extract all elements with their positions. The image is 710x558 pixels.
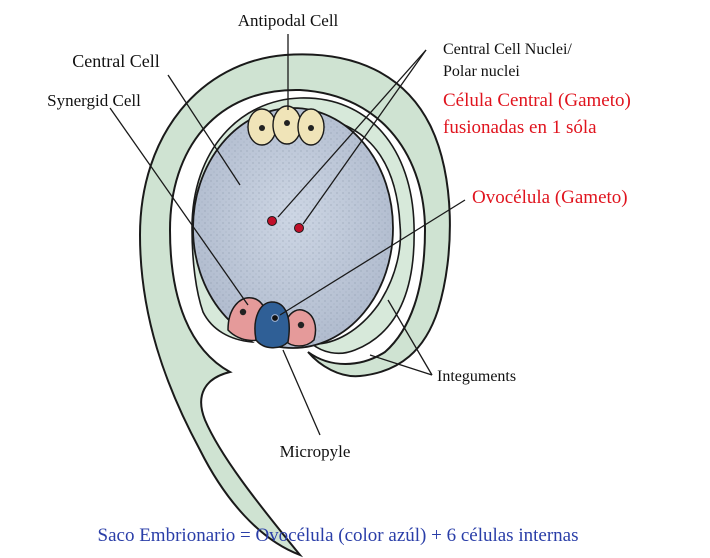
polar-nucleus-1 <box>267 216 277 226</box>
label-polar-nuclei: Polar nuclei <box>443 63 520 80</box>
label-antipodal-cell: Antipodal Cell <box>238 11 339 30</box>
annotation-celula-central: Célula Central (Gameto) <box>443 90 631 111</box>
polar-nucleus-2 <box>294 223 304 233</box>
label-synergid-cell: Synergid Cell <box>47 91 141 110</box>
annotation-fusionadas: fusionadas en 1 sóla <box>443 117 597 138</box>
antipodal-cells <box>247 105 325 146</box>
leader-lines <box>109 34 466 436</box>
egg-cell <box>254 301 290 349</box>
label-micropyle: Micropyle <box>280 442 351 461</box>
label-integuments: Integuments <box>437 368 516 385</box>
annotation-ovocelula: Ovocélula (Gameto) <box>472 187 628 208</box>
outer-integument <box>138 53 451 558</box>
label-central-cell: Central Cell <box>72 51 159 71</box>
caption: Saco Embrionario = Ovocélula (color azúl… <box>98 525 579 546</box>
sac-stipple <box>195 110 391 346</box>
label-central-cell-nuclei: Central Cell Nuclei/ <box>443 41 572 58</box>
